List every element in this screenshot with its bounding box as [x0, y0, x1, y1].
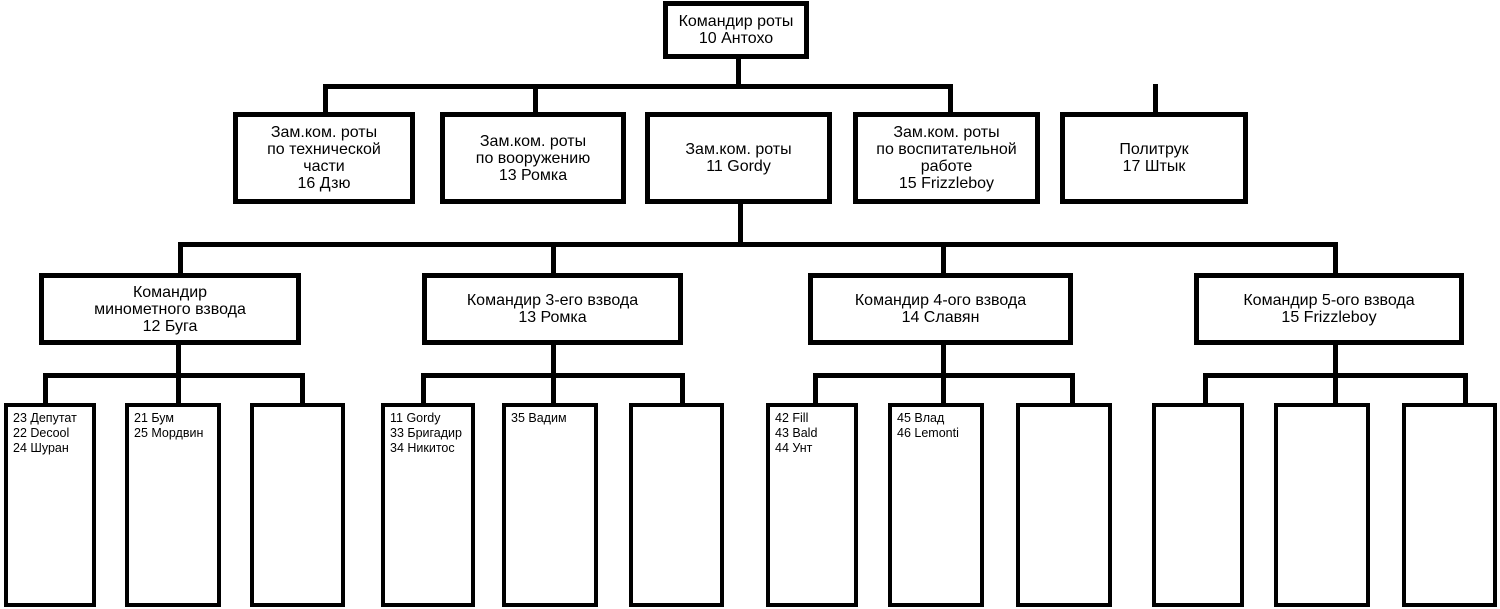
deputy-education-box: Зам.ком. роты по воспитательной работе 1… [853, 112, 1040, 204]
squad-members: 35 Вадим [511, 411, 567, 425]
deputy-1-stem [323, 84, 328, 114]
squad-members: 23 Депутат 22 Decool 24 Шуран [13, 411, 77, 455]
platoon-commander-4-box: Командир 4-ого взвода 14 Славян [808, 273, 1073, 345]
deputies-bus [323, 84, 953, 89]
platoons-bus [178, 242, 1338, 247]
platoon-4-squad-2-stem [1333, 373, 1338, 405]
platoon-commander-5-box: Командир 5-ого взвода 15 Frizzleboy [1194, 273, 1464, 345]
squad-box: 23 Депутат 22 Decool 24 Шуран [4, 403, 96, 607]
platoon-4-squad-1-stem [1203, 373, 1208, 405]
squad-members: 42 Fill 43 Bald 44 Унт [775, 411, 818, 455]
squad-box: 21 Бум 25 Мордвин [125, 403, 221, 607]
platoon-2-squad-1-stem [421, 373, 426, 405]
deputy-general-text: Зам.ком. роты 11 Gordy [685, 141, 792, 175]
company-commander-text: Командир роты 10 Антохо [678, 13, 794, 47]
squad-box [629, 403, 724, 607]
platoon-4-stem-down [1333, 343, 1338, 378]
platoon-4-stem [1333, 242, 1338, 275]
platoon-1-squad-3-stem [300, 373, 305, 405]
platoon-3-squad-3-stem [1070, 373, 1075, 405]
deputy-general-box: Зам.ком. роты 11 Gordy [645, 112, 832, 204]
platoon-4-squad-3-stem [1463, 373, 1468, 405]
platoon-commander-3-text: Командир 3-его взвода 13 Ромка [466, 292, 639, 326]
squad-box: 42 Fill 43 Bald 44 Унт [766, 403, 858, 607]
root-stem [736, 58, 741, 88]
platoon-commander-mortar-box: Командир минометного взвода 12 Буга [39, 273, 301, 345]
platoon-commander-4-text: Командир 4-ого взвода 14 Славян [854, 292, 1027, 326]
platoon-commander-3-box: Командир 3-его взвода 13 Ромка [422, 273, 683, 345]
squad-members: 45 Влад 46 Lemonti [897, 411, 959, 440]
deputy-3-down-stem [738, 203, 743, 247]
squad-box [1274, 403, 1370, 607]
platoon-2-squad-3-stem [680, 373, 685, 405]
deputy-technical-box: Зам.ком. роты по технической части 16 Дз… [233, 112, 415, 204]
deputy-armament-box: Зам.ком. роты по вооружению 13 Ромка [440, 112, 626, 204]
platoon-commander-5-text: Командир 5-ого взвода 15 Frizzleboy [1243, 292, 1415, 326]
platoon-2-squad-2-stem [551, 373, 556, 405]
platoon-3-squad-1-stem [813, 373, 818, 405]
squad-box [250, 403, 345, 607]
deputy-2-stem [533, 84, 538, 114]
platoon-2-stem-down [551, 343, 556, 378]
deputy-4-stem [948, 84, 953, 114]
platoon-1-squad-1-stem [43, 373, 48, 405]
platoon-commander-mortar-text: Командир минометного взвода 12 Буга [94, 283, 246, 335]
squad-box: 45 Влад 46 Lemonti [888, 403, 984, 607]
squad-box: 35 Вадим [502, 403, 598, 607]
squad-box [1016, 403, 1112, 607]
political-officer-box: Политрук 17 Штык [1060, 112, 1248, 204]
platoon-3-stem-down [941, 343, 946, 378]
deputy-technical-text: Зам.ком. роты по технической части 16 Дз… [267, 124, 381, 192]
deputy-education-text: Зам.ком. роты по воспитательной работе 1… [876, 124, 1017, 192]
platoon-2-stem [551, 242, 556, 275]
deputy-5-stem [1153, 84, 1158, 114]
squad-box [1152, 403, 1244, 607]
squad-box [1402, 403, 1497, 607]
company-commander-box: Командир роты 10 Антохо [663, 1, 809, 59]
squad-members: 21 Бум 25 Мордвин [134, 411, 204, 440]
squad-box: 11 Gordy 33 Бригадир 34 Никитос [381, 403, 475, 607]
deputy-armament-text: Зам.ком. роты по вооружению 13 Ромка [475, 132, 591, 184]
platoon-3-squad-2-stem [941, 373, 946, 405]
platoon-1-squad-2-stem [176, 373, 181, 405]
squad-members: 11 Gordy 33 Бригадир 34 Никитос [390, 411, 462, 455]
platoon-1-stem [178, 242, 183, 275]
political-officer-text: Политрук 17 Штык [1119, 141, 1189, 175]
platoon-1-stem-down [176, 343, 181, 378]
platoon-1-squad-bus [43, 373, 305, 378]
platoon-3-stem [941, 242, 946, 275]
